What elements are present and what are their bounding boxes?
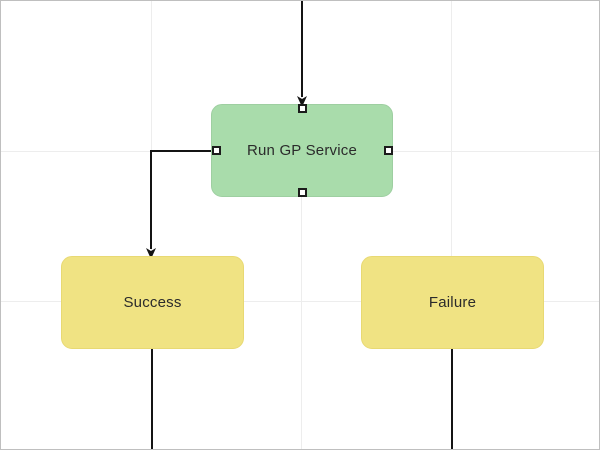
port-right-run-gp-service[interactable] bbox=[384, 146, 393, 155]
node-run-gp-service[interactable]: Run GP Service bbox=[211, 104, 393, 197]
port-top-run-gp-service[interactable] bbox=[298, 104, 307, 113]
port-left-run-gp-service[interactable] bbox=[212, 146, 221, 155]
node-label: Run GP Service bbox=[246, 142, 358, 159]
node-label: Success bbox=[123, 294, 182, 311]
node-success[interactable]: Success bbox=[61, 256, 244, 349]
edge-gp-to-success[interactable] bbox=[146, 150, 212, 259]
port-bottom-run-gp-service[interactable] bbox=[298, 188, 307, 197]
node-label: Failure bbox=[428, 294, 477, 311]
node-failure[interactable]: Failure bbox=[361, 256, 544, 349]
